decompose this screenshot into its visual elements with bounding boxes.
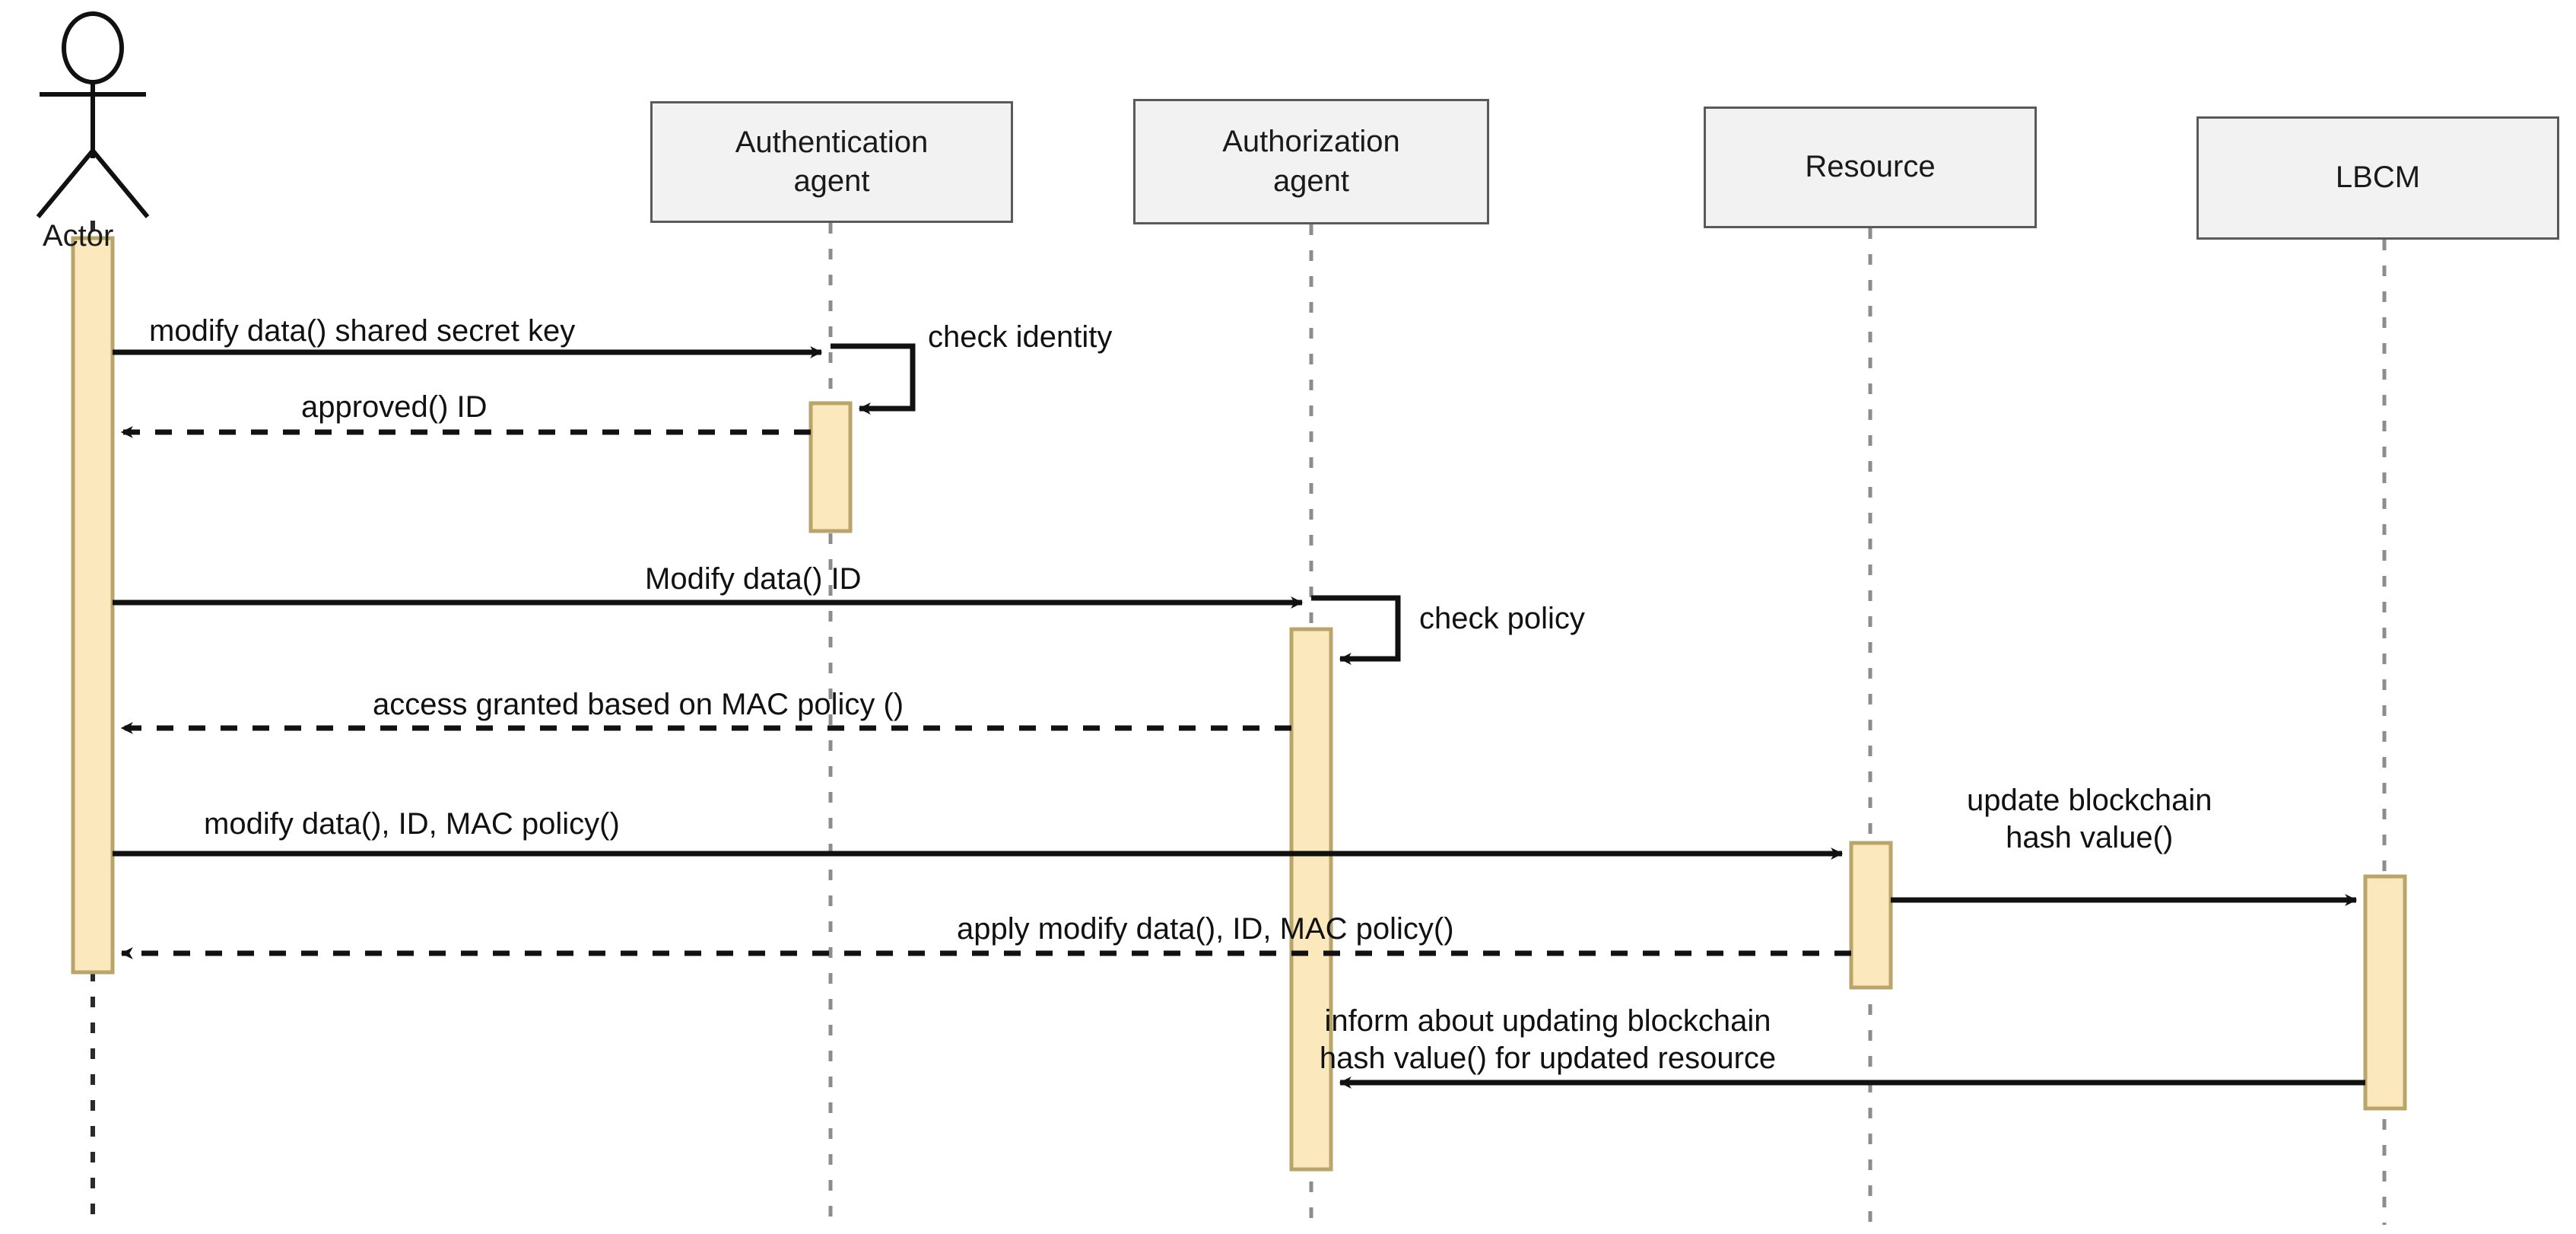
lifeline-title-line1: Authorization [1222, 125, 1400, 159]
message-label-m8: update blockchain hash value() [1967, 782, 2212, 857]
message-arrow-m5 [1311, 595, 1401, 665]
message-label-m10-line1: inform about updating blockchain [1324, 1004, 1771, 1038]
actor-label: Actor [43, 219, 114, 253]
lifeline-header-authentication-agent[interactable]: Authentication agent [650, 101, 1013, 223]
activation-authentication-agent [808, 401, 853, 533]
message-label-m5: check policy [1419, 602, 1585, 635]
message-label-m8-line1: update blockchain [1967, 784, 2212, 817]
lifeline-header-text-lbcm: LBCM [2336, 158, 2420, 197]
lifeline-header-text-authorization-agent: Authorization agent [1222, 122, 1399, 200]
activation-resource [1849, 841, 1893, 990]
message-label-m9: apply modify data(), ID, MAC policy() [957, 912, 1454, 946]
lifeline-title-line2: agent [793, 164, 870, 198]
message-label-m4: Modify data() ID [645, 562, 862, 596]
lifeline-header-text-authentication-agent: Authentication agent [735, 123, 929, 201]
message-label-m7: modify data(), ID, MAC policy() [204, 807, 620, 841]
activation-authorization-agent [1289, 627, 1333, 1172]
lifeline-title-line2: agent [1272, 164, 1350, 198]
message-label-m6: access granted based on MAC policy () [373, 688, 904, 721]
message-label-m2: check identity [928, 320, 1113, 354]
activation-lbcm [2363, 874, 2407, 1111]
activation-actor [71, 236, 115, 975]
lifeline-title-line1: Authentication [735, 125, 929, 159]
lifeline-title-line1: Resource [1805, 150, 1936, 184]
message-label-m3: approved() ID [301, 390, 488, 424]
actor-figure [36, 11, 150, 218]
lifeline-title-line1: LBCM [2335, 161, 2421, 195]
message-label-m8-line2: hash value() [2006, 820, 2174, 854]
lifeline-header-lbcm[interactable]: LBCM [2196, 116, 2559, 240]
message-label-m10-line2: hash value() for updated resource [1319, 1041, 1777, 1075]
message-label-m1: modify data() shared secret key [149, 314, 576, 348]
lifeline-header-authorization-agent[interactable]: Authorization agent [1133, 99, 1489, 224]
lifeline-header-text-resource: Resource [1805, 148, 1935, 186]
message-label-m10: inform about updating blockchain hash va… [1320, 1003, 1776, 1077]
message-arrow-m2 [831, 343, 916, 415]
lifeline-header-resource[interactable]: Resource [1704, 107, 2037, 228]
